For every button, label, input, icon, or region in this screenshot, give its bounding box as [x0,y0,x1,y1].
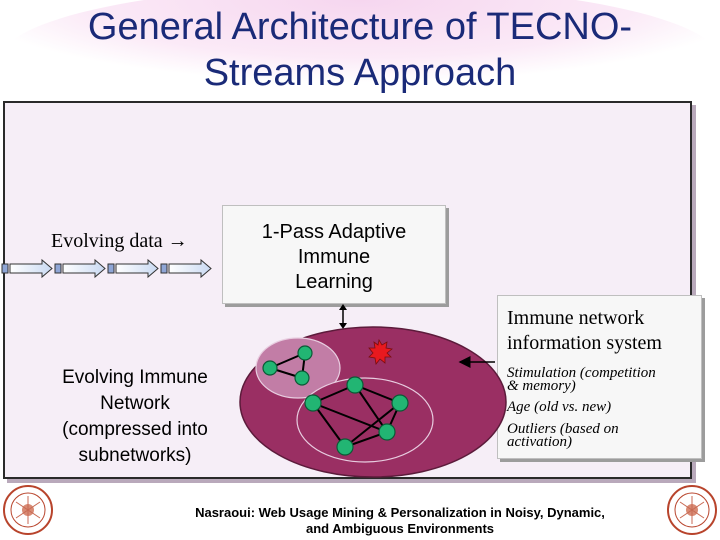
stimulation-item: Stimulation (competition & memory) [507,365,656,394]
evolving-network-line-2: Network [100,393,170,414]
footer-citation: Nasraoui: Web Usage Mining & Personaliza… [150,505,650,537]
age-line: Age (old vs. new) [507,399,612,415]
information-system-box: Immune network information system Stimul… [497,295,702,459]
stimulation-line-2: & memory) [507,378,576,394]
evolving-data-label: Evolving data → [51,230,188,252]
slide-title: General Architecture of TECNO- Streams A… [30,4,690,96]
stimulation-line-1: Stimulation (competition [507,365,656,381]
stream-arrow [1,258,53,279]
evolving-network-line-1: Evolving Immune [62,367,208,388]
outliers-line-2: activation) [507,434,572,450]
footer-line-2: and Ambiguous Environments [305,521,495,536]
footer-line-1: Nasraoui: Web Usage Mining & Personaliza… [195,505,605,520]
adaptive-learning-line-3: Learning [295,271,373,293]
stream-arrow [54,258,106,279]
slide-title-line-2: Streams Approach [203,52,517,94]
outliers-line-1: Outliers (based on [507,421,619,437]
information-system-title-line-2: information system [507,332,662,354]
network-node [346,376,364,394]
adaptive-learning-line-1: 1-Pass Adaptive [261,221,407,243]
age-item: Age (old vs. new) [507,399,612,415]
network-node [378,423,396,441]
network-node [297,345,313,361]
outlier-node [368,338,393,365]
adaptive-learning-line-2: Immune [297,246,371,268]
network-node [304,394,322,412]
subnetwork-large-boundary [296,377,434,463]
evolving-network-line-4: subnetworks) [78,445,192,466]
seal-left-icon [3,485,53,535]
stream-arrow [160,258,212,279]
slide-title-line-1: General Architecture of TECNO- [87,6,633,48]
information-system-title-line-1: Immune network [507,307,645,329]
adaptive-learning-label: 1-Pass Adaptive Immune Learning [223,220,445,295]
subnetwork-small [255,337,341,399]
network-node [336,438,354,456]
subnetwork-small-boundary [255,337,341,399]
subnetwork-large [296,376,434,463]
evolving-network-label: Evolving Immune Network (compressed into… [40,365,230,469]
seal-right-icon [667,485,717,535]
adaptive-learning-box: 1-Pass Adaptive Immune Learning [222,205,446,304]
data-stream-arrows [1,258,212,279]
stream-arrow [107,258,159,279]
network-node [391,394,409,412]
evolving-network-line-3: (compressed into [62,419,208,440]
information-system-title: Immune network information system [507,306,662,356]
network-node [294,370,310,386]
network-node [262,360,278,376]
learning-network-double-arrow [339,304,347,329]
outliers-item: Outliers (based on activation) [507,421,619,450]
